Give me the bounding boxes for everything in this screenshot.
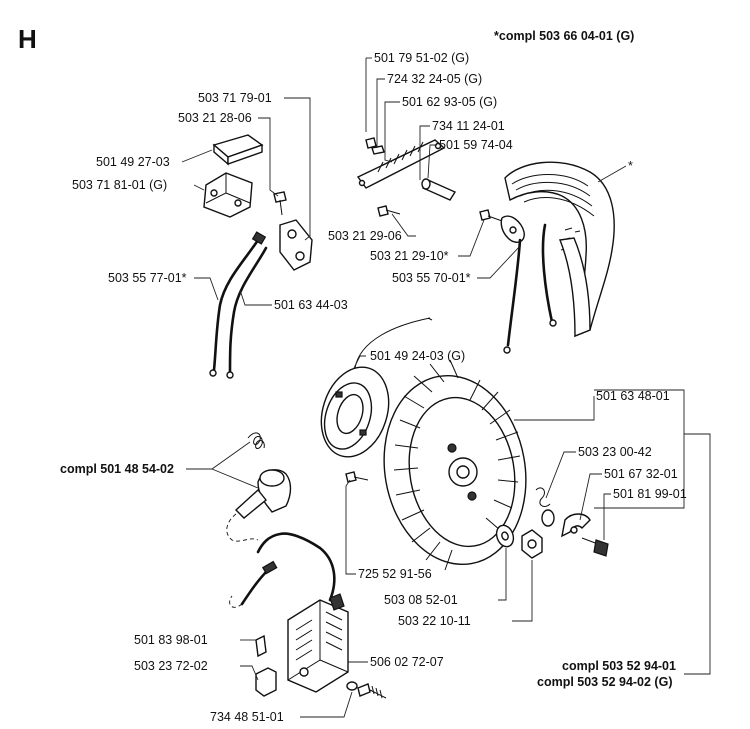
washer-part <box>495 524 515 548</box>
label-503-08-52-01: 503 08 52-01 <box>384 593 458 607</box>
screw-part <box>377 205 401 217</box>
heat-shield-part <box>504 161 615 338</box>
label-503-21-29-10: 503 21 29-10* <box>370 249 449 263</box>
label-heat-shield-asterisk: * <box>628 159 633 173</box>
ignition-module-part <box>256 532 349 693</box>
assembly-note: *compl 503 66 04-01 (G) <box>494 29 634 43</box>
flywheel-part <box>383 359 527 571</box>
nut-part <box>521 529 543 559</box>
label-503-71-81-01: 503 71 81-01 (G) <box>72 178 167 192</box>
label-501-79-51-02: 501 79 51-02 (G) <box>374 51 469 65</box>
switch-part <box>203 172 253 218</box>
terminal-part <box>255 667 277 697</box>
ignition-cable-part <box>229 560 278 658</box>
spacer-tube-part <box>421 178 457 201</box>
pawl-part <box>535 487 591 538</box>
label-503-22-10-11: 503 22 10-11 <box>398 614 471 628</box>
bracket-plate-part <box>356 137 446 189</box>
rubber-pad-part <box>212 134 264 166</box>
label-503-23-72-02: 503 23 72-02 <box>134 659 208 673</box>
label-503-23-00-42: 503 23 00-42 <box>578 445 652 459</box>
label-724-32-24-05: 724 32 24-05 (G) <box>387 72 482 86</box>
label-501-63-44-03: 501 63 44-03 <box>274 298 348 312</box>
label-506-02-72-07: 506 02 72-07 <box>370 655 444 669</box>
module-screw-part <box>346 681 387 699</box>
label-734-11-24-01: 734 11 24-01 <box>432 119 505 133</box>
label-725-52-91-56: 725 52 91-56 <box>358 567 432 581</box>
pawl-screw-part <box>581 537 609 557</box>
label-503-55-77-01: 503 55 77-01* <box>108 271 187 285</box>
stator-part <box>320 317 433 458</box>
label-501-67-32-01: 501 67 32-01 <box>604 467 678 481</box>
label-501-49-24-03: 501 49 24-03 (G) <box>370 349 465 363</box>
label-503-21-29-06: 503 21 29-06 <box>328 229 402 243</box>
leader-lines <box>181 57 711 718</box>
label-734-48-51-01: 734 48 51-01 <box>210 710 284 724</box>
label-compl-503-52-94-01: compl 503 52 94-01 <box>562 659 676 673</box>
spark-plug-cap-part <box>226 469 292 542</box>
label-501-62-93-05: 501 62 93-05 (G) <box>402 95 497 109</box>
label-503-21-28-06: 503 21 28-06 <box>178 111 252 125</box>
label-503-71-79-01: 503 71 79-01 <box>198 91 272 105</box>
spring-part <box>247 432 265 449</box>
label-compl-503-52-94-02: compl 503 52 94-02 (G) <box>537 675 672 689</box>
short-circuit-wires-part <box>209 231 268 379</box>
label-503-55-70-01: 503 55 70-01* <box>392 271 471 285</box>
label-501-81-99-01: 501 81 99-01 <box>613 487 687 501</box>
clamp-part <box>479 209 525 354</box>
label-501-59-74-04: 501 59 74-04 <box>439 138 513 152</box>
stator-screw-part <box>345 471 369 483</box>
section-letter: H <box>18 24 37 54</box>
label-501-83-98-01: 501 83 98-01 <box>134 633 208 647</box>
label-compl-501-48-54-02: compl 501 48 54-02 <box>60 462 174 476</box>
switch-bracket-part <box>273 191 313 271</box>
label-501-49-27-03: 501 49 27-03 <box>96 155 170 169</box>
label-501-63-48-01: 501 63 48-01 <box>596 389 670 403</box>
